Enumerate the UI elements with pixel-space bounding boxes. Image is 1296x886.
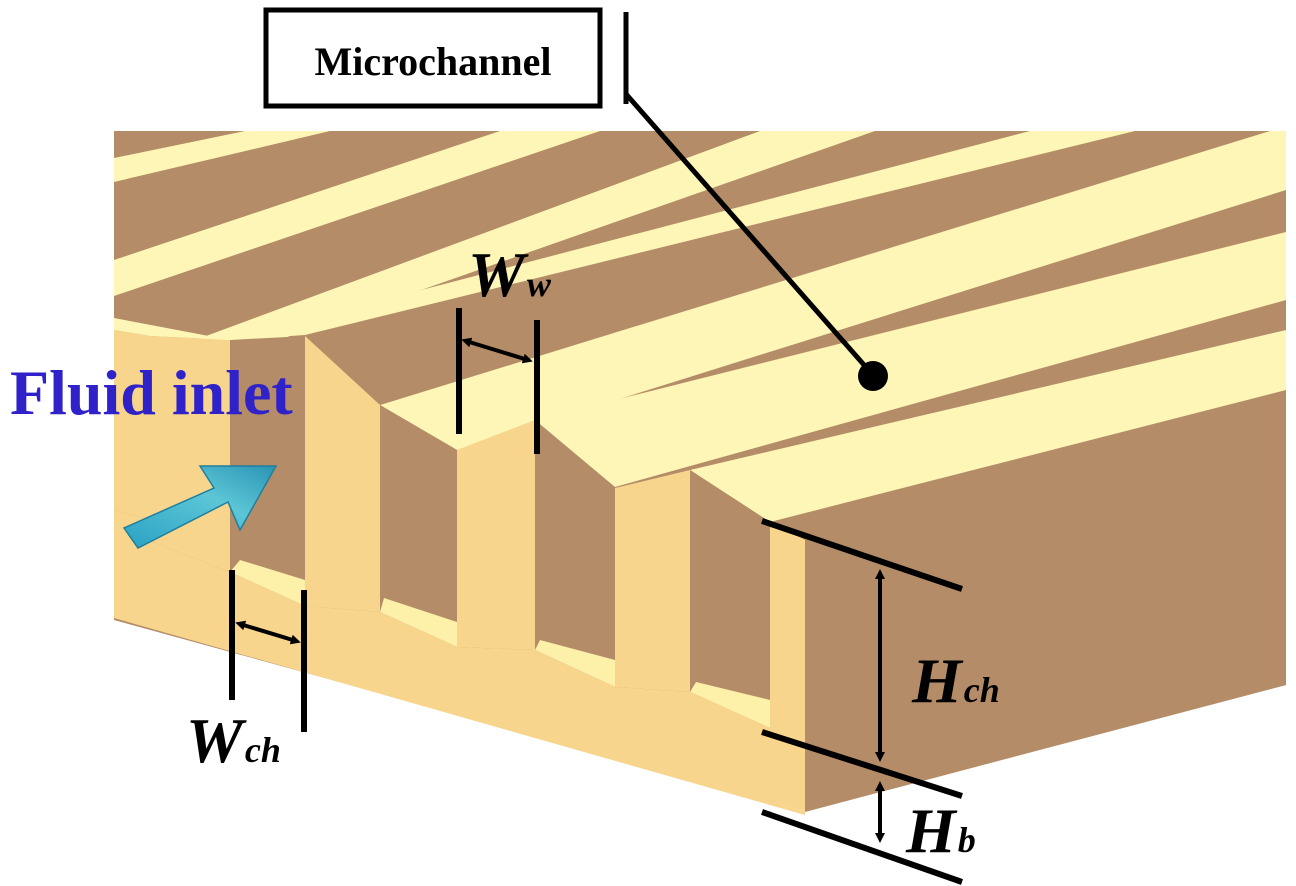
base-height-label: Hb — [905, 795, 976, 866]
base-front-face — [114, 510, 805, 815]
dot-icon — [858, 361, 888, 391]
base-left-edge — [114, 330, 150, 520]
callout-leader — [624, 92, 874, 376]
callout-label: Microchannel — [314, 39, 551, 84]
fin-top-stripes — [114, 131, 1286, 522]
fluid-inlet-label: Fluid inlet — [10, 357, 293, 428]
sink-right-face — [805, 395, 1286, 812]
microchannel-callout: Microchannel — [263, 7, 888, 391]
wall-width-label: Ww — [468, 239, 552, 310]
channel-side-walls — [230, 336, 770, 728]
heat-sink-block — [114, 131, 1286, 815]
dimension-channel-width: Wch — [186, 570, 307, 776]
channel-width-label: Wch — [186, 705, 281, 776]
dimension-heights: Hch Hb — [761, 518, 1000, 885]
arrow-right-icon — [122, 465, 278, 549]
channel-floors — [230, 560, 770, 728]
channel-height-label: Hch — [911, 645, 1000, 716]
front-left-wall-top — [114, 318, 230, 340]
dimension-wall-width: Ww — [456, 239, 552, 454]
callout-box — [263, 7, 603, 109]
